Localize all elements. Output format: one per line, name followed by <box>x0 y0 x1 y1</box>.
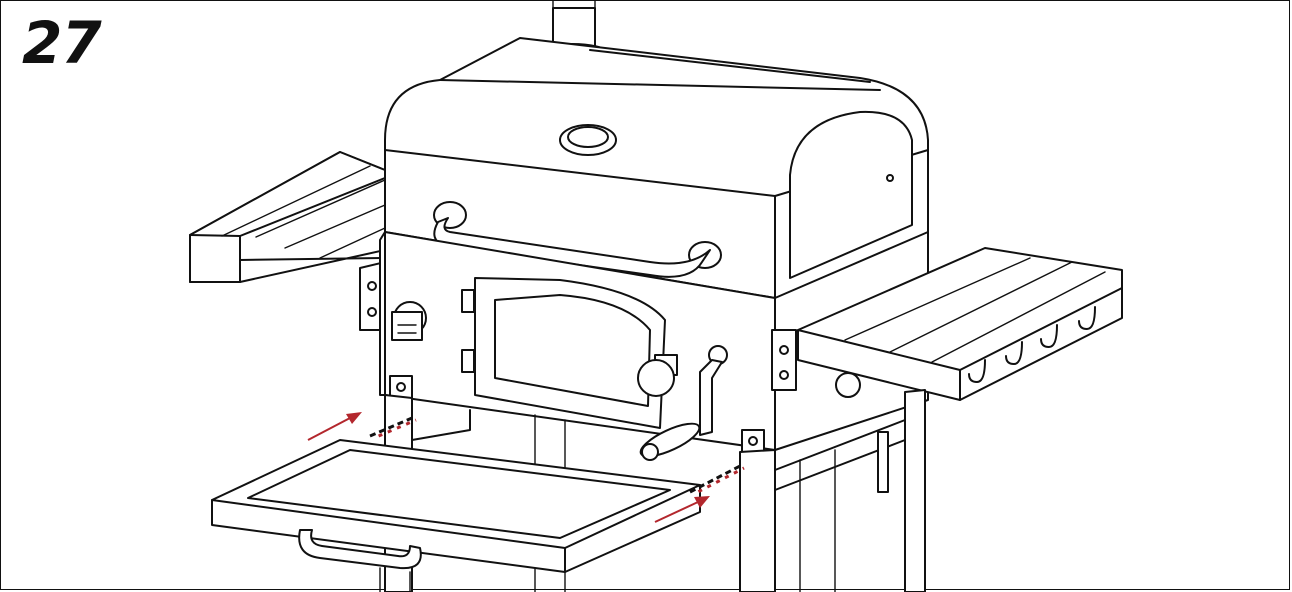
arrow-icon <box>307 412 417 441</box>
firebox-door <box>461 277 678 429</box>
arrow-icon <box>654 464 745 523</box>
front-shelf <box>211 439 701 592</box>
right-side-shelf <box>797 247 1123 401</box>
step-number: 27 <box>22 9 102 77</box>
left-side-shelf <box>189 151 386 331</box>
grill-lid <box>384 37 929 299</box>
corner-brackets <box>389 329 797 453</box>
left-air-vent <box>391 301 427 341</box>
lid-handle <box>433 201 722 278</box>
charcoal-crank <box>639 345 728 461</box>
